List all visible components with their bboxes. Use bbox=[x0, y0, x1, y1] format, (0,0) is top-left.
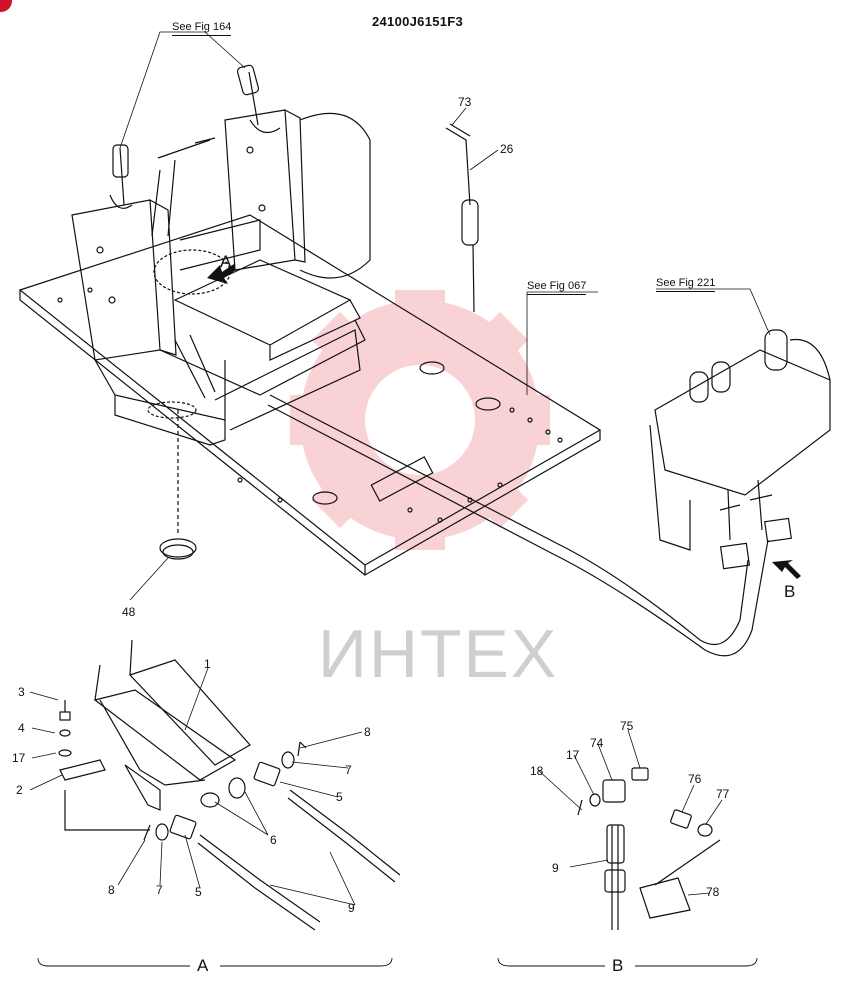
part-label-6: 6 bbox=[270, 833, 277, 847]
part-label-5-a: 5 bbox=[336, 790, 343, 804]
part-label-26: 26 bbox=[500, 142, 514, 156]
arrow-a-icon bbox=[207, 264, 236, 284]
part-label-9-a: 9 bbox=[348, 901, 355, 915]
pedal-assembly-a bbox=[58, 639, 401, 931]
part-label-74: 74 bbox=[590, 736, 604, 750]
part-label-7-a: 7 bbox=[345, 763, 352, 777]
part-label-18: 18 bbox=[530, 764, 544, 778]
operator-seat-console bbox=[71, 109, 371, 446]
part-label-8-b: 8 bbox=[108, 883, 115, 897]
part-label-9-b: 9 bbox=[552, 861, 559, 875]
view-label-b: B bbox=[612, 956, 624, 975]
view-b-bracket bbox=[497, 957, 758, 967]
part-label-48: 48 bbox=[122, 605, 136, 619]
part-label-77: 77 bbox=[716, 787, 730, 801]
control-cables bbox=[267, 394, 769, 657]
view-label-a: A bbox=[197, 956, 209, 975]
part-label-2: 2 bbox=[16, 783, 23, 797]
part-label-76: 76 bbox=[688, 772, 702, 786]
diagram-title: 24100J6151F3 bbox=[372, 14, 464, 29]
control-valve bbox=[649, 329, 831, 570]
part-label-78: 78 bbox=[706, 885, 720, 899]
lever-26 bbox=[445, 123, 479, 313]
ref-fig-164[interactable]: See Fig 164 bbox=[172, 21, 232, 36]
part-label-5-b: 5 bbox=[195, 885, 202, 899]
cable-end-detail-b bbox=[577, 767, 721, 930]
part-label-3: 3 bbox=[18, 685, 25, 699]
arrow-b-icon bbox=[772, 560, 801, 579]
leader-lines bbox=[29, 31, 771, 906]
view-marker-b: B bbox=[784, 582, 796, 601]
ref-fig-067[interactable]: See Fig 067 bbox=[527, 280, 587, 295]
part-label-8-a: 8 bbox=[364, 725, 371, 739]
view-a-bracket bbox=[37, 957, 393, 967]
part-label-1: 1 bbox=[204, 657, 211, 671]
watermark-text: ИНТЕХ bbox=[318, 616, 559, 692]
ref-fig-221[interactable]: See Fig 221 bbox=[656, 277, 716, 292]
ring-48 bbox=[159, 410, 197, 560]
part-label-7-b: 7 bbox=[156, 883, 163, 897]
part-label-75: 75 bbox=[620, 719, 634, 733]
part-label-4: 4 bbox=[18, 721, 25, 735]
watermark-gear-icon bbox=[290, 290, 550, 550]
part-label-73: 73 bbox=[458, 95, 472, 109]
floor-holes bbox=[57, 287, 563, 523]
part-label-17-a: 17 bbox=[12, 751, 26, 765]
part-label-17-b: 17 bbox=[566, 748, 580, 762]
view-marker-a: A bbox=[220, 252, 232, 271]
control-levers bbox=[109, 64, 281, 271]
